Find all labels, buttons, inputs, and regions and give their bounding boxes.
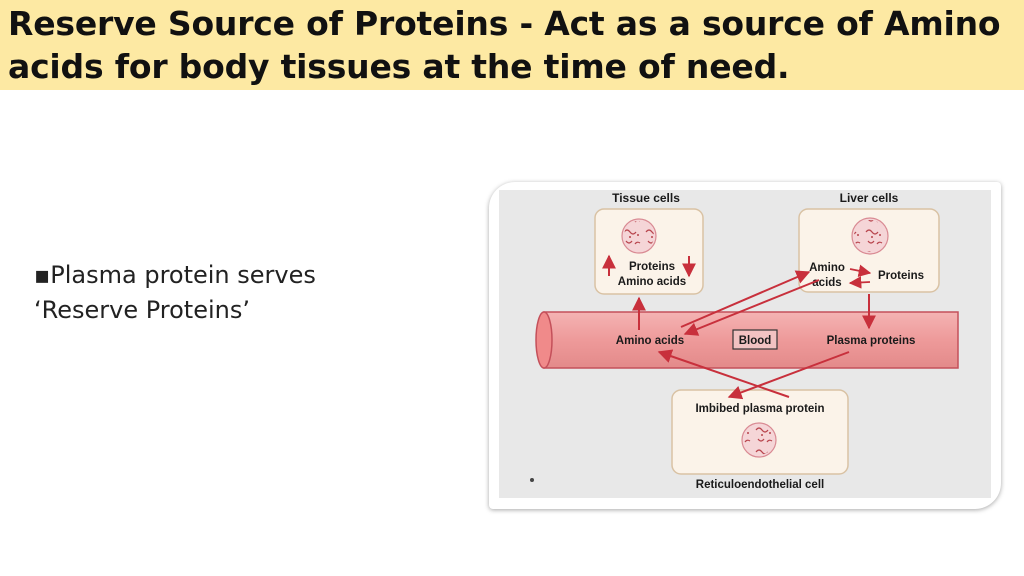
diagram-frame: Tissue cells Proteins Amino acids Liver …	[489, 182, 1001, 509]
title-bar: Reserve Source of Proteins - Act as a so…	[0, 0, 1024, 90]
slide-title: Reserve Source of Proteins - Act as a so…	[8, 4, 1001, 86]
tissue-cells-label: Tissue cells	[612, 191, 680, 205]
liver-cells-label: Liver cells	[840, 191, 899, 205]
bullet-line-1-text: Plasma protein serves	[50, 261, 316, 289]
liver-proteins-label: Proteins	[878, 270, 924, 282]
tissue-amino-acids-label: Amino acids	[618, 276, 686, 288]
liver-protein-to-amino-arrow	[848, 276, 871, 289]
tissue-proteins-label: Proteins	[629, 261, 675, 273]
reticuloendothelial-cell-label: Reticuloendothelial cell	[696, 479, 824, 491]
bullet-marker: ▪	[34, 261, 51, 289]
liver-to-blood-arrow	[683, 279, 820, 336]
blood-amino-acids-label: Amino acids	[616, 335, 684, 347]
liver-amino-to-protein-arrow	[849, 264, 872, 277]
liver-amino-label: Amino	[809, 262, 845, 274]
plasma-to-re-cell-arrow	[727, 351, 850, 400]
reticuloendothelial-cell-texture	[744, 425, 774, 455]
imbibed-plasma-protein-label: Imbibed plasma protein	[695, 403, 824, 415]
bullet-line-2: ‘Reserve Proteins’	[34, 296, 250, 324]
figure-dot	[530, 478, 534, 482]
blood-plasma-proteins-label: Plasma proteins	[827, 335, 916, 347]
protein-reserve-diagram: Tissue cells Proteins Amino acids Liver …	[499, 190, 991, 498]
tissue-cell-box	[594, 208, 704, 295]
re-cell-to-amino-arrow	[657, 349, 790, 398]
blood-label-box	[732, 329, 778, 350]
blood-vessel-opening	[535, 311, 553, 369]
blood-label: Blood	[739, 335, 772, 347]
liver-acids-label: acids	[812, 277, 841, 289]
blood-to-liver-arrow	[680, 270, 811, 328]
bullet-line-1: ▪Plasma protein serves	[34, 258, 434, 293]
bullet-point: ▪Plasma protein serves ‘Reserve Proteins…	[34, 258, 434, 328]
liver-cell-texture	[854, 220, 886, 252]
tissue-cell-texture	[624, 221, 654, 251]
